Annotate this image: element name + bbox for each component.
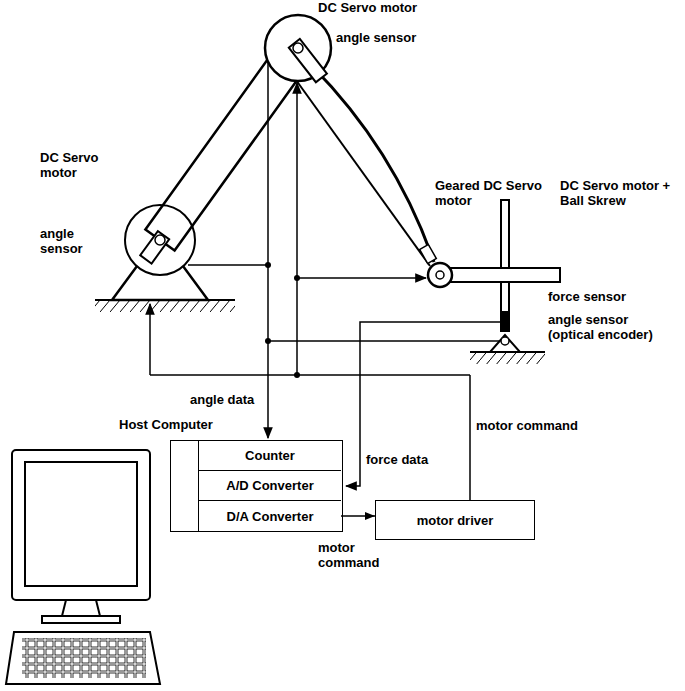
part-label: DC Servo motor: [40, 150, 122, 180]
part-label: DC Servo motor + Ball Skrew: [560, 178, 678, 208]
part-label: angle data: [190, 392, 254, 407]
part-label: angle sensor: [336, 30, 416, 45]
box-text: Counter: [245, 448, 295, 463]
host-computer-box: Host ComputerCounterA/D ConverterD/A Con…: [170, 440, 343, 532]
part-label: angle sensor: [40, 226, 98, 256]
part-label: Geared DC Servo motor: [435, 178, 553, 208]
box-text: D/A Converter: [227, 509, 314, 524]
ad-converter-cell: A/D Converter: [198, 471, 341, 501]
signal-arrow: [341, 512, 375, 520]
da-converter-cell: D/A Converter: [198, 501, 341, 531]
part-label: angle sensor (optical encoder): [548, 312, 673, 342]
box-text: A/D Converter: [226, 478, 313, 493]
motor-driver-box: motor driver: [375, 500, 535, 540]
edge-label: motor command: [318, 540, 390, 570]
part-label: DC Servo motor: [318, 0, 417, 15]
counter-cell: Counter: [198, 441, 341, 471]
part-label: force sensor: [548, 289, 626, 304]
box-text: motor driver: [417, 513, 494, 528]
box-heading: Host Computer: [119, 417, 213, 432]
part-label: motor command: [476, 418, 578, 433]
part-label: force data: [366, 452, 428, 467]
